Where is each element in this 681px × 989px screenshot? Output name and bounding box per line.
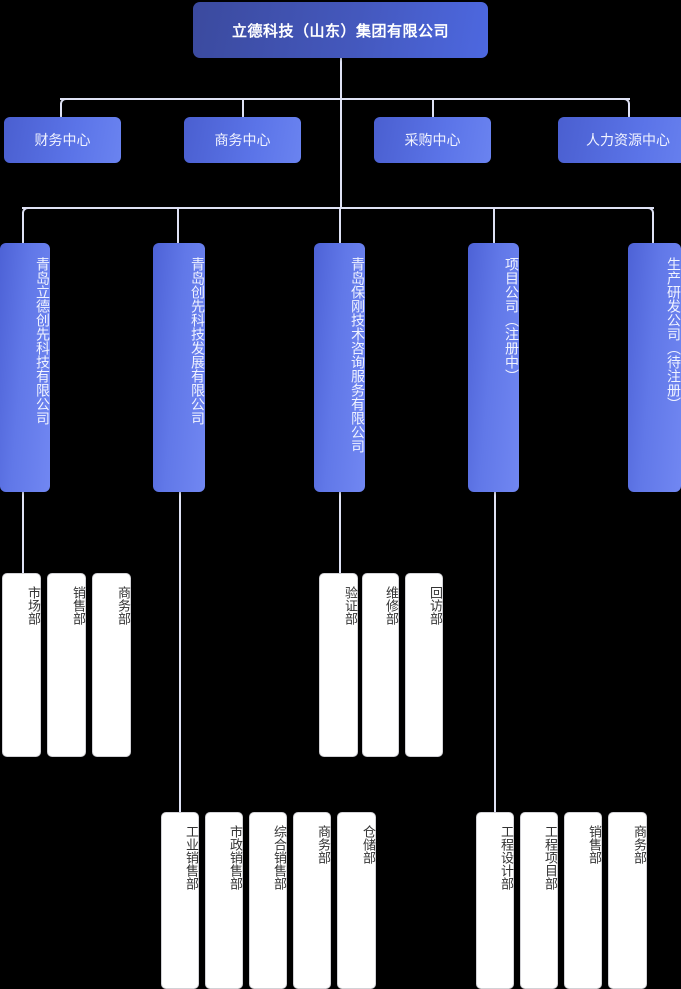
connector-drop-group-d (494, 492, 496, 812)
node-company-label: 青岛创先科技发展有限公司 (190, 257, 206, 425)
node-center-renli[interactable]: 人力资源中心 (558, 117, 681, 163)
connector-drop-company-5 (652, 215, 654, 243)
node-dept-label: 工程项目部 (543, 825, 558, 890)
node-dept-yanzheng[interactable]: 验证部 (319, 573, 358, 757)
node-dept-label: 维修部 (384, 586, 399, 625)
node-dept-shangwu-a[interactable]: 商务部 (92, 573, 131, 757)
node-dept-label: 商务部 (316, 825, 331, 864)
node-dept-label: 综合销售部 (272, 825, 287, 890)
node-company-label: 青岛保刚技术咨询服务有限公司 (350, 257, 366, 453)
connector-drop-group-c (339, 492, 341, 574)
node-company-xiangmu[interactable]: 项目公司（注册中） (468, 243, 520, 492)
node-center-label: 采购中心 (404, 132, 461, 148)
node-dept-zonghe-xiaoshou[interactable]: 综合销售部 (249, 812, 287, 989)
node-company-baogang[interactable]: 青岛保刚技术咨询服务有限公司 (314, 243, 366, 492)
node-root-label: 立德科技（山东）集团有限公司 (231, 22, 449, 40)
node-dept-weixiu[interactable]: 维修部 (362, 573, 399, 757)
node-dept-label: 商务部 (632, 825, 647, 864)
node-dept-label: 市政销售部 (228, 825, 243, 890)
node-dept-label: 销售部 (71, 586, 86, 625)
connector-drop-group-b (179, 492, 181, 812)
node-dept-shichang[interactable]: 市场部 (2, 573, 41, 757)
node-company-shengchan-yanfa[interactable]: 生产研发公司（待注册） (628, 243, 681, 492)
node-company-label: 生产研发公司（待注册） (666, 257, 681, 411)
node-dept-label: 市场部 (26, 586, 41, 625)
connector-drop-company-1 (22, 215, 24, 243)
node-dept-label: 商务部 (116, 586, 131, 625)
connector-drop-center-3 (432, 98, 434, 118)
connector-drop-center-2 (242, 98, 244, 118)
connector-drop-group-a (22, 492, 24, 574)
node-dept-label: 仓储部 (361, 825, 376, 864)
node-center-caiwu[interactable]: 财务中心 (4, 117, 121, 163)
connector-center-bus (60, 98, 630, 100)
node-dept-xiaoshou-a[interactable]: 销售部 (47, 573, 86, 757)
node-dept-gongcheng-sheji[interactable]: 工程设计部 (476, 812, 514, 989)
node-center-label: 财务中心 (34, 132, 91, 148)
node-center-label: 人力资源中心 (586, 132, 670, 148)
node-dept-gongcheng-xiangmu[interactable]: 工程项目部 (520, 812, 558, 989)
connector-root-stem (340, 58, 342, 208)
node-dept-label: 工程设计部 (499, 825, 514, 890)
connector-company-bus (22, 207, 654, 209)
node-company-lide-chuangxian[interactable]: 青岛立德创先科技有限公司 (0, 243, 51, 492)
node-dept-shizheng-xiaoshou[interactable]: 市政销售部 (205, 812, 243, 989)
node-dept-gongye-xiaoshou[interactable]: 工业销售部 (161, 812, 199, 989)
node-company-label: 项目公司（注册中） (504, 257, 520, 383)
connector-center-bus-right-round (620, 98, 630, 108)
node-root[interactable]: 立德科技（山东）集团有限公司 (193, 2, 488, 58)
node-dept-label: 回访部 (428, 586, 443, 625)
node-dept-label: 工业销售部 (184, 825, 199, 890)
connector-drop-company-2 (177, 207, 179, 243)
node-dept-label: 销售部 (587, 825, 602, 864)
node-dept-shangwu-b[interactable]: 商务部 (293, 812, 331, 989)
node-center-shangwu[interactable]: 商务中心 (184, 117, 301, 163)
connector-company-bus-left-round (22, 207, 32, 217)
node-company-chuangxian-fazhan[interactable]: 青岛创先科技发展有限公司 (153, 243, 206, 492)
node-dept-huifang[interactable]: 回访部 (405, 573, 443, 757)
connector-center-bus-left-round (60, 98, 70, 108)
node-dept-cangchu[interactable]: 仓储部 (337, 812, 376, 989)
connector-drop-company-4 (493, 207, 495, 243)
connector-company-bus-right-round (644, 207, 654, 217)
node-center-label: 商务中心 (214, 132, 271, 148)
connector-drop-center-4 (628, 106, 630, 118)
node-dept-label: 验证部 (343, 586, 358, 625)
node-dept-shangwu-d[interactable]: 商务部 (608, 812, 647, 989)
connector-drop-center-1 (60, 106, 62, 118)
node-company-label: 青岛立德创先科技有限公司 (35, 257, 51, 425)
connector-drop-company-3 (339, 207, 341, 243)
node-center-caigou[interactable]: 采购中心 (374, 117, 491, 163)
node-dept-xiaoshou-d[interactable]: 销售部 (564, 812, 602, 989)
